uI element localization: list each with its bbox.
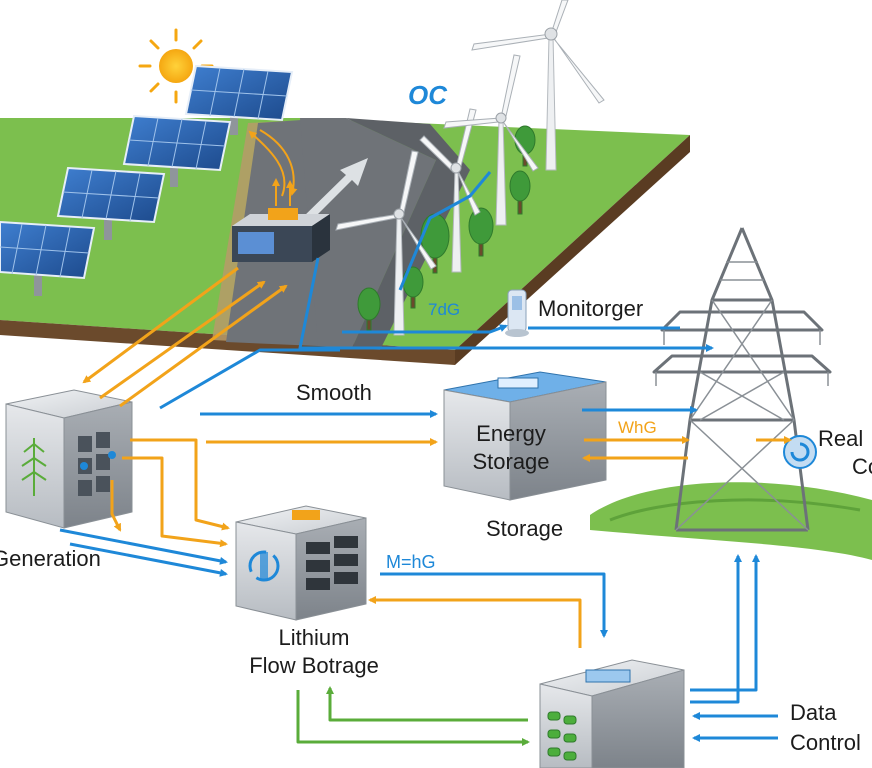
flow-battery-label-line1: Lithium (278, 625, 350, 650)
solar-panel-array (0, 64, 294, 296)
wind-turbine-icon (335, 150, 437, 336)
solar-panel-icon (184, 64, 294, 135)
blue-flow-arrows (59, 171, 778, 742)
data-control-rack-icon (539, 659, 685, 768)
flow-battery-unit-icon (235, 505, 367, 621)
data-control-label-line2: Control (790, 730, 861, 755)
oc-label: OC (408, 80, 447, 110)
solar-panel-icon (122, 114, 232, 187)
solar-panel-icon (56, 166, 166, 240)
green-flow-arrows (296, 686, 530, 746)
smooth-label: Smooth (296, 380, 372, 405)
tree-icon (357, 287, 381, 331)
real-label-line1: Real (818, 426, 864, 451)
energy-storage-label-line2: Storage (472, 449, 550, 474)
monitor-label: Monitorger (538, 296, 644, 321)
refresh-icon (248, 550, 280, 582)
orange-flow-arrows (82, 266, 792, 648)
real-label: Real Co (818, 425, 872, 481)
wind-turbine-icon (443, 54, 539, 226)
real-label-line2: Co (852, 454, 872, 479)
data-control-label: Data Control (790, 698, 861, 758)
solar-panel-icon (0, 220, 96, 296)
transmission-tower-icon (590, 227, 872, 560)
tree-icon (468, 207, 494, 257)
flow-battery-label: Lithium Flow Botrage (226, 624, 402, 680)
data-control-label-line1: Data (790, 700, 837, 725)
tree-icon (509, 170, 531, 215)
energy-storage-label: Energy Storage (452, 420, 570, 476)
inverter-station-icon (232, 129, 330, 262)
tdg-label: 7dG (428, 300, 461, 319)
road-direction-arrow (300, 158, 368, 226)
mhg-label: M=hG (386, 552, 436, 572)
energy-storage-label-line1: Energy (476, 421, 546, 446)
storage-label: Storage (486, 516, 564, 541)
wind-turbine-icon (471, 0, 605, 171)
monitor-device-icon (505, 289, 529, 337)
whg-label: WhG (618, 418, 657, 437)
flow-battery-label-line2: Flow Botrage (249, 653, 379, 678)
generation-label: Generation (0, 546, 101, 571)
